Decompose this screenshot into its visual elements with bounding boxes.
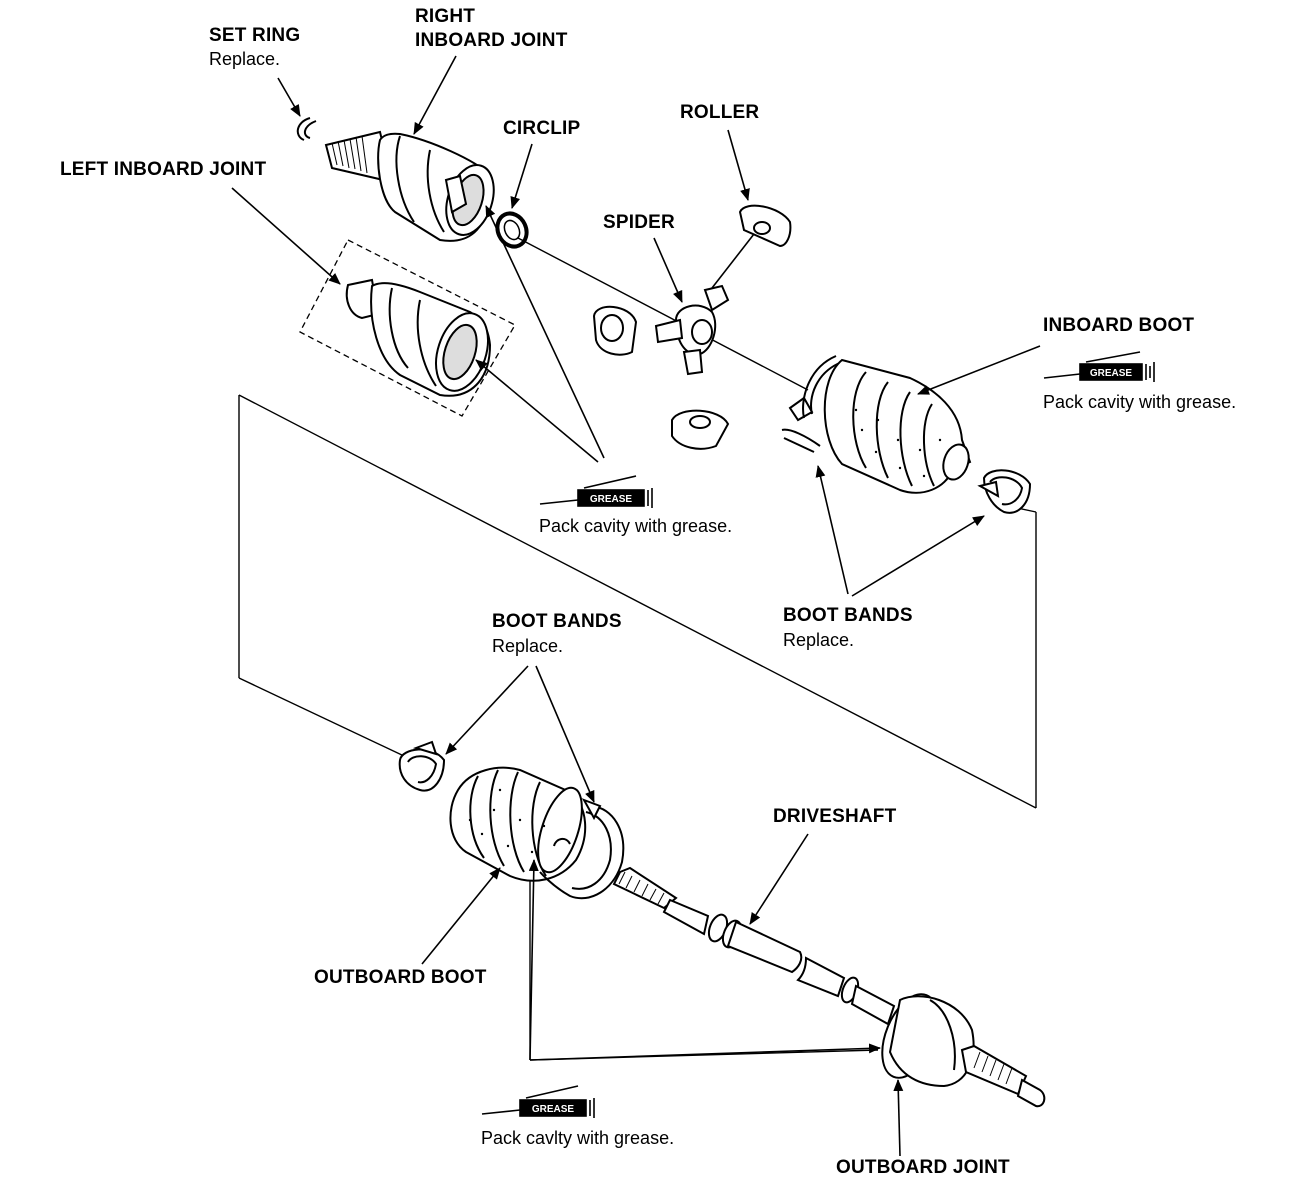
leader-roller [727,129,750,201]
note-boot-bands-lower-replace: Replace. [492,636,564,656]
leader-roller-to-spider [711,233,755,289]
leader-grease-joint-b [475,359,599,463]
svg-text:GREASE: GREASE [1090,368,1133,379]
note-boot-bands-upper-replace: Replace. [783,630,855,650]
leader-grease-joint-a [485,205,605,459]
svg-text:GREASE: GREASE [590,494,633,505]
label-roller: ROLLER [680,102,760,123]
label-circlip: CIRCLIP [503,118,581,139]
leader-boot-bands-lower-b [535,665,595,803]
note-grease-inboard-boot: Pack cavity with grease. [1043,392,1237,412]
set-ring-part [296,117,317,141]
leader-circlip [510,143,533,209]
roller-part-left [592,305,638,356]
grease-gun-icon-inboard-joint: GREASE [539,475,653,508]
grease-gun-icon-inboard-boot: GREASE [1043,351,1155,382]
left-inboard-joint-part [345,278,492,397]
left-inboard-joint-frame [299,239,516,417]
label-boot-bands-lower: BOOT BANDS [492,611,622,632]
leader-driveshaft [749,833,809,925]
leader-inboard-boot [917,345,1041,395]
inboard-boot-band-large [781,355,843,453]
leader-boot-bands-lower-a [445,665,529,755]
outboard-boot-band-large [539,798,625,900]
leader-boot-bands-upper-a [815,465,849,595]
note-grease-inboard-joint: Pack cavity with grease. [539,516,733,536]
leader-right-inboard-joint [413,55,457,135]
note-grease-outboard: Pack cavlty with grease. [481,1128,675,1148]
roller-part-top [738,204,792,248]
driveshaft-part [612,866,896,1026]
label-boot-bands-upper: BOOT BANDS [783,605,913,626]
right-inboard-joint-part [324,130,495,242]
leader-outboard-boot [421,867,501,965]
outboard-boot-part [449,766,587,882]
outboard-boot-band-small [398,740,446,792]
note-set-ring-replace: Replace. [209,49,281,69]
label-set-ring: SET RING [209,25,301,46]
leader-outboard-grease-b [529,1043,881,1061]
label-spider: SPIDER [603,212,675,233]
label-outboard-joint: OUTBOARD JOINT [836,1157,1010,1178]
leader-arrows [231,55,1041,1157]
label-right-inboard-joint-line1: RIGHT [415,6,476,27]
roller-part-bottom [671,409,730,450]
leader-outboard-grease-a [528,859,539,1061]
leader-spider [653,237,683,303]
leader-outboard-joint [893,1079,904,1157]
leader-left-inboard-joint [231,187,341,285]
outboard-joint-part [881,993,1046,1108]
grease-gun-icon-outboard: GREASE [481,1085,595,1118]
spider-part [654,284,730,376]
label-driveshaft: DRIVESHAFT [773,806,897,827]
label-inboard-boot: INBOARD BOOT [1043,315,1195,336]
leader-boot-bands-upper-b [851,515,985,597]
svg-text:GREASE: GREASE [532,1104,575,1115]
label-right-inboard-joint-line2: INBOARD JOINT [415,30,568,51]
inboard-boot-part [823,358,972,494]
label-left-inboard-joint: LEFT INBOARD JOINT [60,159,267,180]
label-outboard-boot: OUTBOARD BOOT [314,967,487,988]
inboard-boot-band-small [977,469,1032,514]
leader-set-ring [277,77,301,117]
assembly-guide-lines [238,237,1037,1061]
